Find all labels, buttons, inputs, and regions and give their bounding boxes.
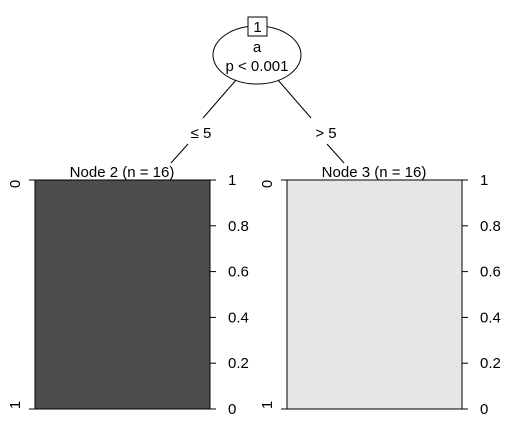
node-3-axis-tick-label: 0.8 [480, 218, 501, 235]
node-2-axis-tick-label: 0.4 [228, 309, 249, 326]
edge-left-upper [202, 79, 237, 119]
root-p-value: p < 0.001 [226, 58, 289, 75]
node-2-axis-tick-label: 0.6 [228, 264, 249, 281]
edge-right-upper [277, 79, 312, 119]
node-3-bar-class-0 [287, 180, 462, 409]
edge-left-lower [170, 143, 189, 164]
edge-right-lower [326, 143, 345, 164]
node-2-proportion-axis: 0 0.2 0.4 0.6 0.8 1 [209, 172, 249, 418]
node-3-class-label-top: 0 [259, 180, 276, 188]
node-2-axis-tick-label: 0 [228, 401, 236, 418]
terminal-node-3: Node 3 (n = 16) 0 1 0 0.2 0.4 0.6 0.8 1 [259, 164, 501, 418]
node-3-axis-tick-label: 0.4 [480, 309, 501, 326]
root-node: 1 a p < 0.001 [212, 16, 302, 85]
node-3-axis-tick-label: 0 [480, 401, 488, 418]
node-2-class-label-bottom: 1 [7, 401, 24, 409]
terminal-node-2: Node 2 (n = 16) 0 1 0 0.2 0.4 0.6 0.8 1 [7, 164, 249, 418]
node-2-class-label-top: 0 [7, 180, 24, 188]
node-2-bar-class-1 [35, 180, 210, 409]
node-2-title: Node 2 (n = 16) [70, 164, 175, 181]
root-variable: a [253, 39, 262, 56]
root-id-box [247, 16, 268, 37]
edge-right-label: > 5 [315, 125, 336, 142]
node-2-axis-tick-label: 0.2 [228, 355, 249, 372]
node-3-axis-tick-label: 0.6 [480, 264, 501, 281]
node-3-title: Node 3 (n = 16) [322, 164, 427, 181]
node-3-proportion-axis: 0 0.2 0.4 0.6 0.8 1 [461, 172, 501, 418]
edges: ≤ 5 > 5 [170, 79, 345, 164]
root-id: 1 [253, 19, 261, 36]
node-3-axis-tick-label: 0.2 [480, 355, 501, 372]
edge-left-label: ≤ 5 [191, 125, 212, 142]
node-3-axis-tick-label: 1 [480, 172, 488, 189]
node-2-axis-tick-label: 0.8 [228, 218, 249, 235]
node-2-axis-tick-label: 1 [228, 172, 236, 189]
node-3-class-label-bottom: 1 [259, 401, 276, 409]
